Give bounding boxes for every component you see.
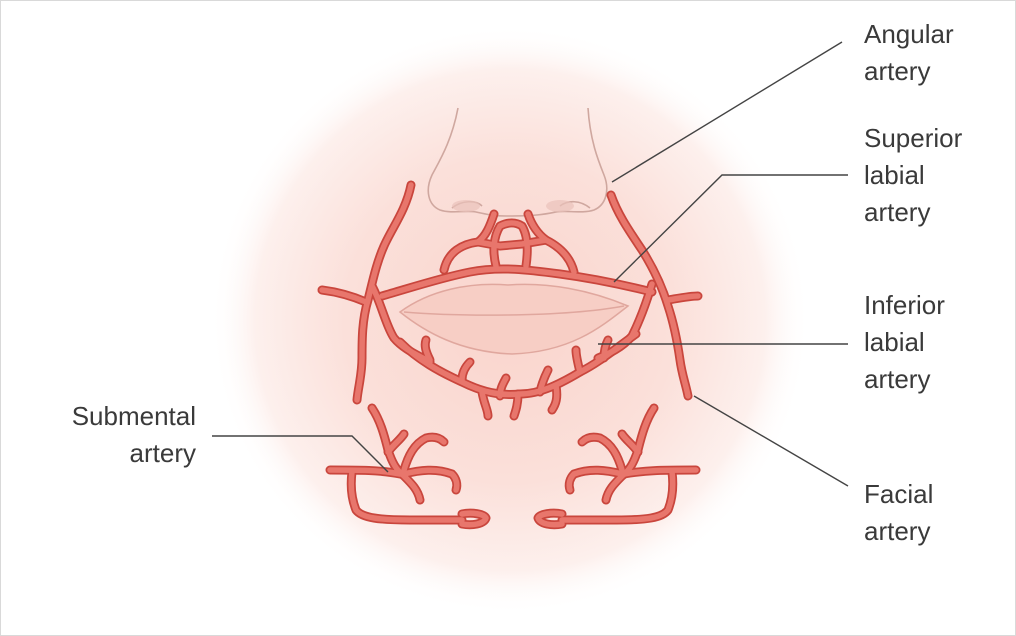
label-submental-artery: Submental artery xyxy=(40,398,196,472)
label-facial-line1: Facial xyxy=(864,476,933,513)
label-facial-line2: artery xyxy=(864,513,933,550)
label-superior-labial-artery: Superior labial artery xyxy=(864,120,962,231)
label-inferior-labial-artery: Inferior labial artery xyxy=(864,287,945,398)
label-facial-artery: Facial artery xyxy=(864,476,933,550)
label-superior-line1: Superior xyxy=(864,120,962,157)
label-inferior-line2: labial xyxy=(864,324,945,361)
label-inferior-line1: Inferior xyxy=(864,287,945,324)
label-submental-line2: artery xyxy=(40,435,196,472)
label-angular-line2: artery xyxy=(864,53,954,90)
label-superior-line3: artery xyxy=(864,194,962,231)
right-nostril xyxy=(546,200,574,212)
label-angular-line1: Angular xyxy=(864,16,954,53)
left-nostril xyxy=(452,200,480,212)
label-superior-line2: labial xyxy=(864,157,962,194)
label-submental-line1: Submental xyxy=(40,398,196,435)
label-inferior-line3: artery xyxy=(864,361,945,398)
label-angular-artery: Angular artery xyxy=(864,16,954,90)
